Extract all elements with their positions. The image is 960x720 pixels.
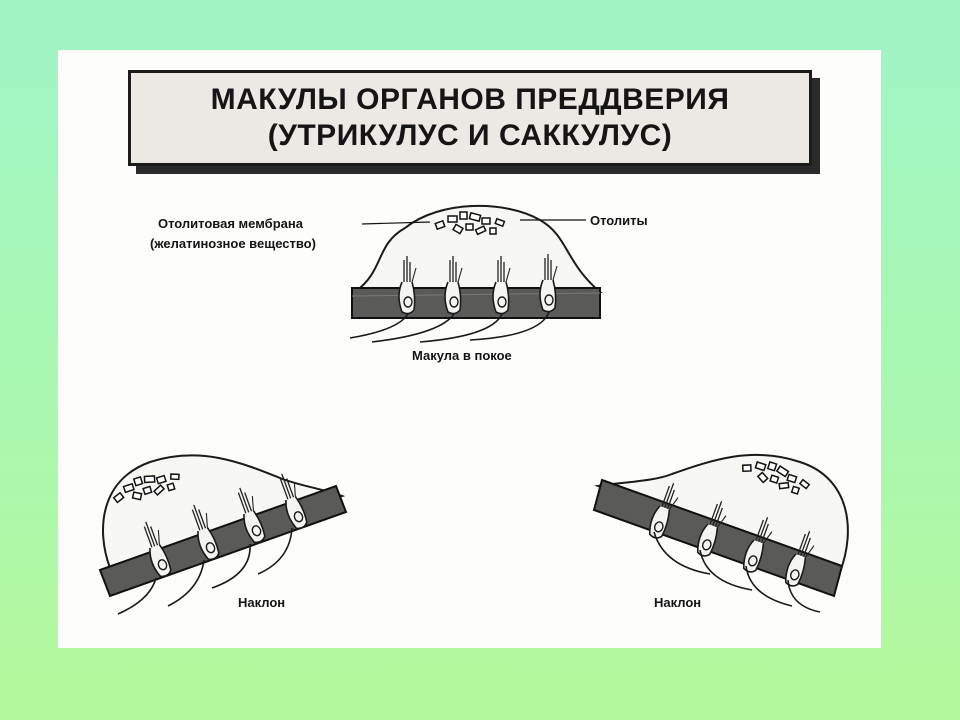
title-box: МАКУЛЫ ОРГАНОВ ПРЕДДВЕРИЯ (УТРИКУЛУС И С… — [128, 70, 812, 166]
macula-tilt-right — [592, 453, 849, 613]
macula-tilt-left — [98, 454, 348, 615]
label-otolith-membrane: Отолитовая мембрана — [158, 216, 304, 231]
title-line-1: МАКУЛЫ ОРГАНОВ ПРЕДДВЕРИЯ — [210, 83, 730, 116]
label-tilt-right: Наклон — [654, 595, 701, 610]
macula-at-rest — [349, 204, 603, 343]
label-macula-at-rest: Макула в покое — [412, 348, 512, 363]
label-tilt-left: Наклон — [238, 595, 285, 610]
label-otoliths: Отолиты — [590, 213, 648, 228]
title-line-2: (УТРИКУЛУС И САККУЛУС) — [267, 119, 673, 152]
label-gelatinous-substance: (желатинозное вещество) — [150, 236, 316, 251]
